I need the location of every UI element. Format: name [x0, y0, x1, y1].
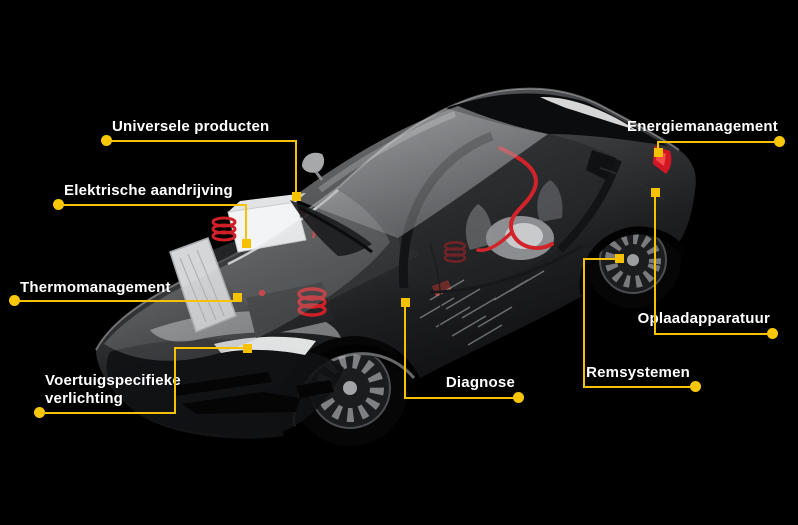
bumper-intake-slot — [182, 392, 300, 414]
callout-dot-voertuigspecifieke-verlichting — [34, 407, 45, 418]
hv-cable — [498, 146, 554, 250]
fog-slot — [296, 380, 334, 398]
door-shut-line — [429, 243, 442, 335]
seat — [537, 180, 563, 222]
side-mirror — [302, 152, 325, 181]
callout-dot-thermomanagement — [9, 295, 20, 306]
callout-line — [583, 258, 617, 260]
front-bumper — [106, 339, 344, 436]
callout-dot-universele-producten — [101, 135, 112, 146]
callout-line — [107, 140, 297, 142]
callout-line — [655, 333, 773, 335]
roof — [446, 93, 668, 146]
callout-dot-elektrische-aandrijving — [53, 199, 64, 210]
callout-line — [174, 347, 244, 349]
callout-marker-diagnose — [401, 298, 410, 307]
windshield — [292, 106, 548, 238]
seat — [465, 204, 493, 250]
callout-line — [174, 348, 176, 414]
callout-line — [657, 141, 659, 151]
quarter-window — [586, 150, 616, 180]
cabin-side — [398, 134, 620, 291]
c-pillar — [557, 158, 622, 253]
callout-line — [295, 140, 297, 194]
label-elektrische-aandrijving: Elektrische aandrijving — [64, 182, 233, 199]
callout-line — [245, 204, 247, 240]
label-thermomanagement: Thermomanagement — [20, 279, 171, 296]
callout-marker-elektrische-aandrijving — [242, 239, 251, 248]
coil-spring — [211, 216, 237, 242]
e-motor-core — [505, 223, 543, 249]
callout-marker-universele-producten — [292, 192, 301, 201]
label-oplaadapparatuur: Oplaadapparatuur — [637, 310, 770, 327]
windshield-streak — [318, 111, 457, 193]
callout-marker-energiemanagement — [654, 148, 663, 157]
label-remsystemen: Remsystemen — [586, 364, 690, 381]
callout-line — [584, 386, 696, 388]
callout-line — [40, 412, 176, 414]
bumper-intake-slot — [172, 372, 272, 396]
label-voertuigspecifieke-verlichting: Voertuigspecifieke verlichting — [45, 372, 181, 407]
door-sill — [429, 244, 583, 294]
callout-line — [658, 141, 780, 143]
callout-line — [15, 300, 234, 302]
callout-line — [654, 194, 656, 335]
wiper — [299, 206, 373, 254]
roof-reflection — [540, 96, 636, 130]
cabin — [398, 131, 622, 346]
callout-line — [405, 397, 519, 399]
callout-marker-voertuigspecifieke-verlichting — [243, 344, 252, 353]
label-universele-producten: Universele producten — [112, 118, 270, 135]
label-diagnose: Diagnose — [445, 374, 515, 391]
hv-cable — [476, 230, 514, 253]
callout-line — [59, 204, 247, 206]
callout-marker-remsystemen — [615, 254, 624, 263]
callout-line — [404, 305, 406, 399]
label-energiemanagement: Energiemanagement — [627, 118, 778, 135]
callout-marker-thermomanagement — [233, 293, 242, 302]
callout-line — [583, 259, 585, 388]
callout-marker-oplaadapparatuur — [651, 188, 660, 197]
